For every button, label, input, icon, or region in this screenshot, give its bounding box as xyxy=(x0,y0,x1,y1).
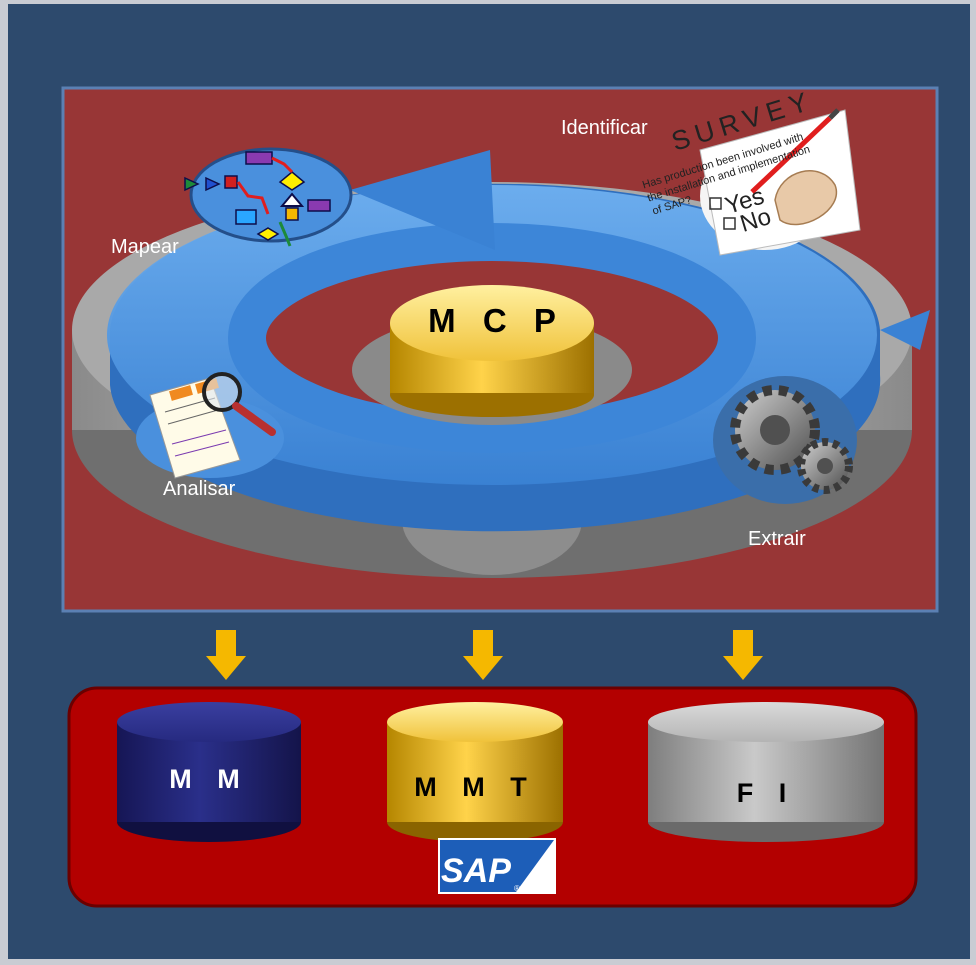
phase-label-mapear: Mapear xyxy=(111,236,179,258)
sap-logo: SAP ® xyxy=(438,838,556,894)
module-label-mmt: M M T xyxy=(414,772,536,802)
mm-cylinder xyxy=(117,702,301,842)
phase-label-extrair: Extrair xyxy=(748,528,806,550)
arrow-down-icon-2 xyxy=(463,630,503,680)
gears-icon xyxy=(713,376,857,504)
arrow-down-icon-3 xyxy=(723,630,763,680)
survey-icon xyxy=(699,108,861,256)
sap-logo-text: SAP xyxy=(441,852,511,890)
phase-label-analisar: Analisar xyxy=(163,478,236,500)
analysis-document-icon xyxy=(136,372,284,479)
arrow-down-icon-1 xyxy=(206,630,246,680)
svg-text:®: ® xyxy=(514,884,520,893)
mcp-cylinder xyxy=(390,285,594,417)
process-map-icon xyxy=(184,147,353,247)
fi-cylinder xyxy=(648,702,884,842)
phase-label-identificar: Identificar xyxy=(561,117,648,139)
module-label-fi: F I xyxy=(736,778,796,808)
center-label: M C P xyxy=(428,302,565,339)
module-label-mm: M M xyxy=(169,764,249,794)
mmt-cylinder xyxy=(387,702,563,842)
